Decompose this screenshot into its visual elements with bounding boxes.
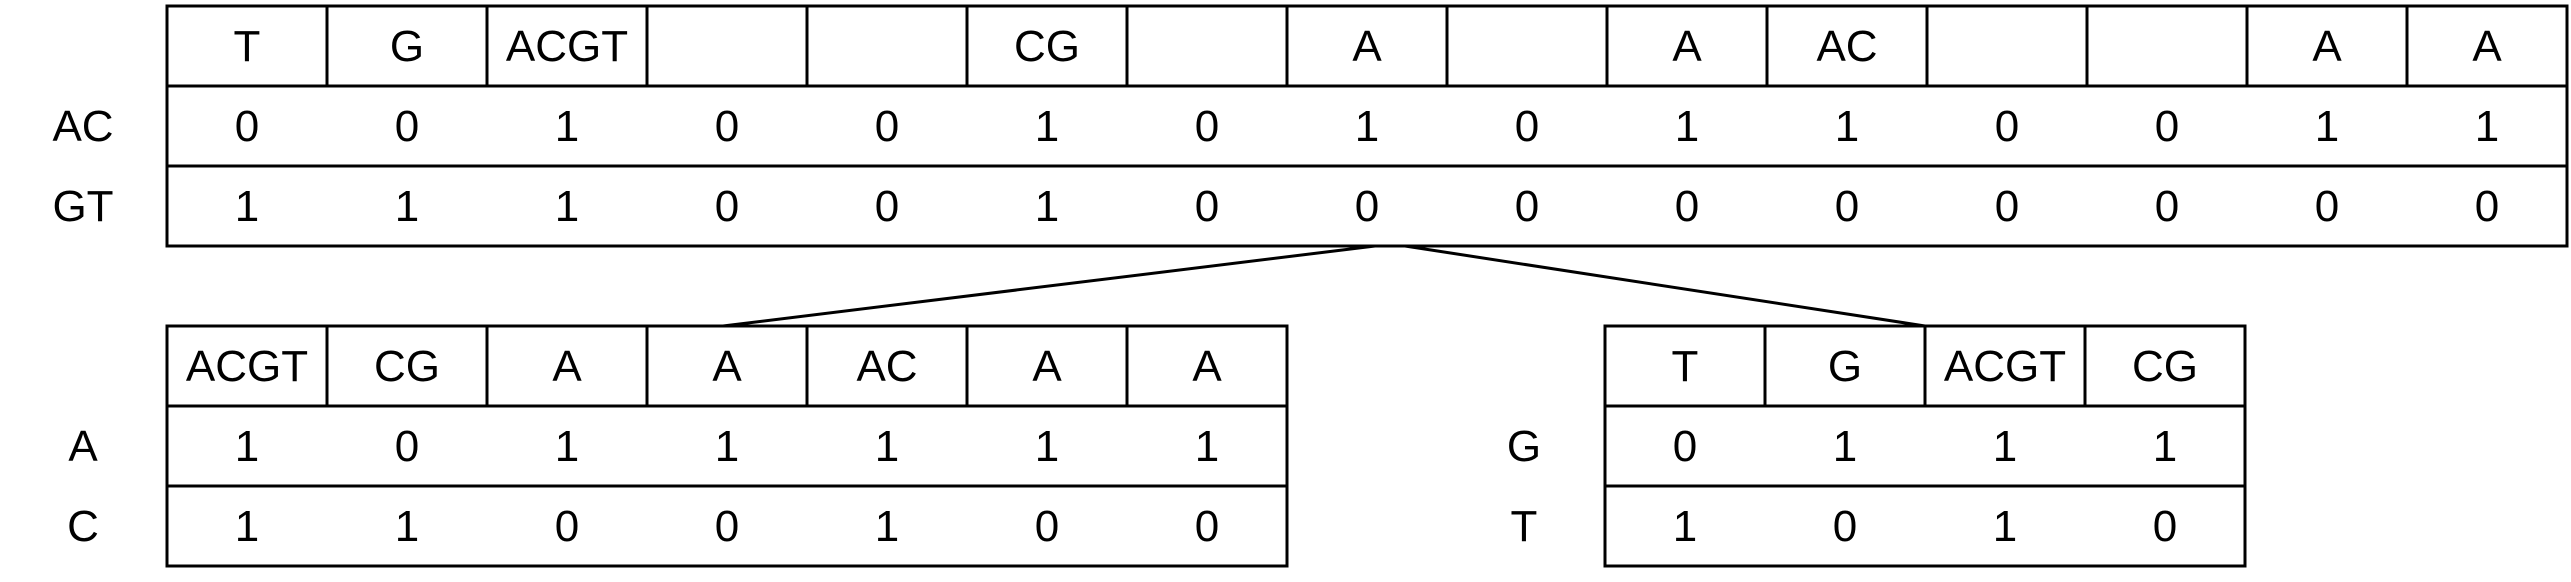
header-cell: AC [1816, 22, 1877, 71]
row-label: C [67, 502, 99, 551]
header-cell: T [1672, 342, 1699, 391]
tree-connectors [722, 244, 1926, 328]
bit-cell: 1 [715, 422, 739, 471]
bit-cell: 1 [1673, 502, 1697, 551]
bit-cell: 1 [2315, 102, 2339, 151]
edge-to-right-child [1404, 244, 1926, 328]
bit-cell: 1 [1833, 422, 1857, 471]
bit-cell: 0 [1995, 102, 2019, 151]
header-cell: A [1192, 342, 1222, 391]
bit-cell: 1 [1035, 422, 1059, 471]
bit-cell: 0 [235, 102, 259, 151]
bit-cell: 0 [1835, 182, 1859, 231]
bit-cell: 0 [1195, 102, 1219, 151]
bit-cell: 0 [2155, 102, 2179, 151]
bit-cell: 1 [1035, 182, 1059, 231]
bit-cell: 0 [2315, 182, 2339, 231]
bit-cell: 0 [2155, 182, 2179, 231]
table-frame [165, 4, 2569, 248]
header-cell: ACGT [1944, 342, 2066, 391]
header-cell: A [2472, 22, 2502, 71]
row-label: GT [52, 182, 113, 231]
bit-cell: 1 [1035, 102, 1059, 151]
bit-cell: 0 [2153, 502, 2177, 551]
bit-cell: 0 [1515, 182, 1539, 231]
bit-cell: 0 [875, 182, 899, 231]
row-label: AC [52, 102, 113, 151]
row-label: T [1511, 502, 1538, 551]
bit-cell: 0 [555, 502, 579, 551]
bit-cell: 0 [715, 102, 739, 151]
bit-cell: 1 [875, 502, 899, 551]
header-cell: CG [374, 342, 440, 391]
row-label: G [1507, 422, 1541, 471]
bit-cell: 0 [1673, 422, 1697, 471]
bit-cell: 1 [235, 502, 259, 551]
header-cell: A [1672, 22, 1702, 71]
bit-cell: 0 [715, 182, 739, 231]
bit-cell: 0 [1195, 502, 1219, 551]
header-cell: A [2312, 22, 2342, 71]
bit-cell: 1 [1355, 102, 1379, 151]
bit-cell: 0 [1675, 182, 1699, 231]
header-cell: G [390, 22, 424, 71]
bit-cell: 1 [1195, 422, 1219, 471]
bit-cell: 0 [1355, 182, 1379, 231]
header-cell: ACGT [186, 342, 308, 391]
header-cell: A [1032, 342, 1062, 391]
bit-cell: 0 [395, 422, 419, 471]
header-cell: CG [2132, 342, 2198, 391]
edge-to-left-child [722, 244, 1376, 328]
bit-cell: 0 [715, 502, 739, 551]
bit-cell: 1 [555, 422, 579, 471]
bit-cell: 1 [555, 182, 579, 231]
bit-cell: 1 [235, 182, 259, 231]
header-cell: CG [1014, 22, 1080, 71]
bit-cell: 1 [235, 422, 259, 471]
header-cell: A [712, 342, 742, 391]
header-cell: T [234, 22, 261, 71]
bit-cell: 0 [395, 102, 419, 151]
bit-cell: 1 [1835, 102, 1859, 151]
bit-cell: 1 [555, 102, 579, 151]
bit-cell: 0 [1035, 502, 1059, 551]
bit-cell: 0 [875, 102, 899, 151]
bit-cell: 0 [1995, 182, 2019, 231]
table-frame [165, 324, 1289, 568]
bit-cell: 1 [1993, 422, 2017, 471]
bit-cell: 0 [1515, 102, 1539, 151]
bit-cell: 1 [395, 182, 419, 231]
row-label: A [68, 422, 98, 471]
bit-cell: 1 [395, 502, 419, 551]
bit-cell: 1 [1675, 102, 1699, 151]
header-cell: A [1352, 22, 1382, 71]
header-cell: A [552, 342, 582, 391]
header-cell: ACGT [506, 22, 628, 71]
bit-cell: 1 [2153, 422, 2177, 471]
bit-cell: 1 [2475, 102, 2499, 151]
bit-cell: 0 [2475, 182, 2499, 231]
bit-cell: 1 [875, 422, 899, 471]
header-cell: G [1828, 342, 1862, 391]
bit-cell: 1 [1993, 502, 2017, 551]
bit-cell: 0 [1833, 502, 1857, 551]
bit-cell: 0 [1195, 182, 1219, 231]
header-cell: AC [856, 342, 917, 391]
